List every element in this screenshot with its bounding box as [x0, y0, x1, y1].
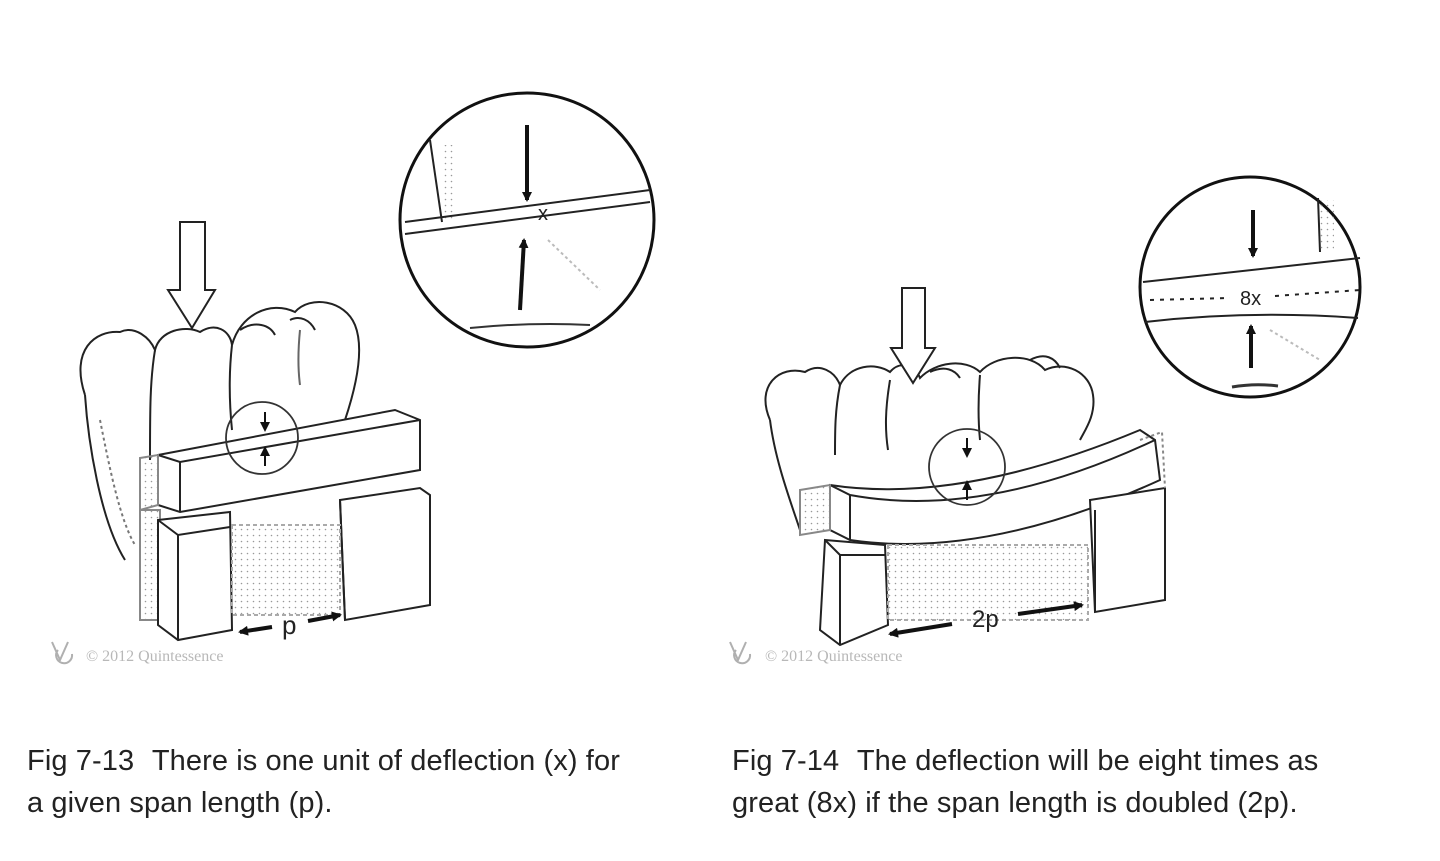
fig-7-14-beam: [829, 428, 1162, 545]
fig-7-14-copyright: © 2012 Quintessence: [729, 641, 902, 665]
fig-7-13-magnified-view: [398, 91, 656, 349]
fig-7-14-span-arrows: [888, 601, 1084, 638]
fig-7-14-span-label: 2p: [972, 606, 999, 633]
fig-7-13-load-arrow: [166, 221, 217, 330]
fig-7-14-caption: Fig 7-14 The deflection will be eight ti…: [732, 740, 1432, 824]
fig-7-13-caption-line1: There is one unit of deflection (x) for: [151, 745, 620, 777]
quintessence-logo-icon: [729, 641, 752, 665]
fig-7-13-focus-circle: [225, 401, 299, 475]
quintessence-logo-icon: [51, 641, 74, 665]
fig-7-14-caption-line1: The deflection will be eight times as: [856, 745, 1319, 777]
fig-7-13-copyright: © 2012 Quintessence: [51, 641, 223, 665]
svg-text:© 2012 Quintessence: © 2012 Quintessence: [86, 648, 223, 665]
fig-7-14-number: Fig 7-14: [732, 745, 840, 777]
fig-7-13-span-arrows: [238, 611, 342, 636]
fig-7-13-span-label: p: [282, 610, 296, 640]
fig-7-14-magnified-view: [1138, 175, 1362, 399]
fig-7-13-teeth: [79, 301, 361, 561]
fig-7-14-deflection-label: 8x: [1240, 288, 1261, 310]
fig-7-13-abutments: [139, 453, 431, 642]
fig-7-13-caption: Fig 7-13 There is one unit of deflection…: [27, 740, 717, 824]
fig-7-13-caption-line2: a given span length (p).: [27, 787, 333, 819]
fig-7-13-illustration: [79, 91, 656, 642]
fig-7-13-deflection-label: x: [538, 203, 548, 225]
svg-text:© 2012 Quintessence: © 2012 Quintessence: [765, 648, 902, 665]
fig-7-14-caption-line2: great (8x) if the span length is doubled…: [732, 787, 1298, 819]
fig-7-14-focus-circle: [928, 428, 1006, 506]
fig-7-13-number: Fig 7-13: [27, 745, 135, 777]
fig-7-14-illustration: [764, 175, 1362, 647]
fig-7-14-load-arrow: [889, 287, 937, 385]
fig-7-14-teeth: [764, 355, 1095, 531]
